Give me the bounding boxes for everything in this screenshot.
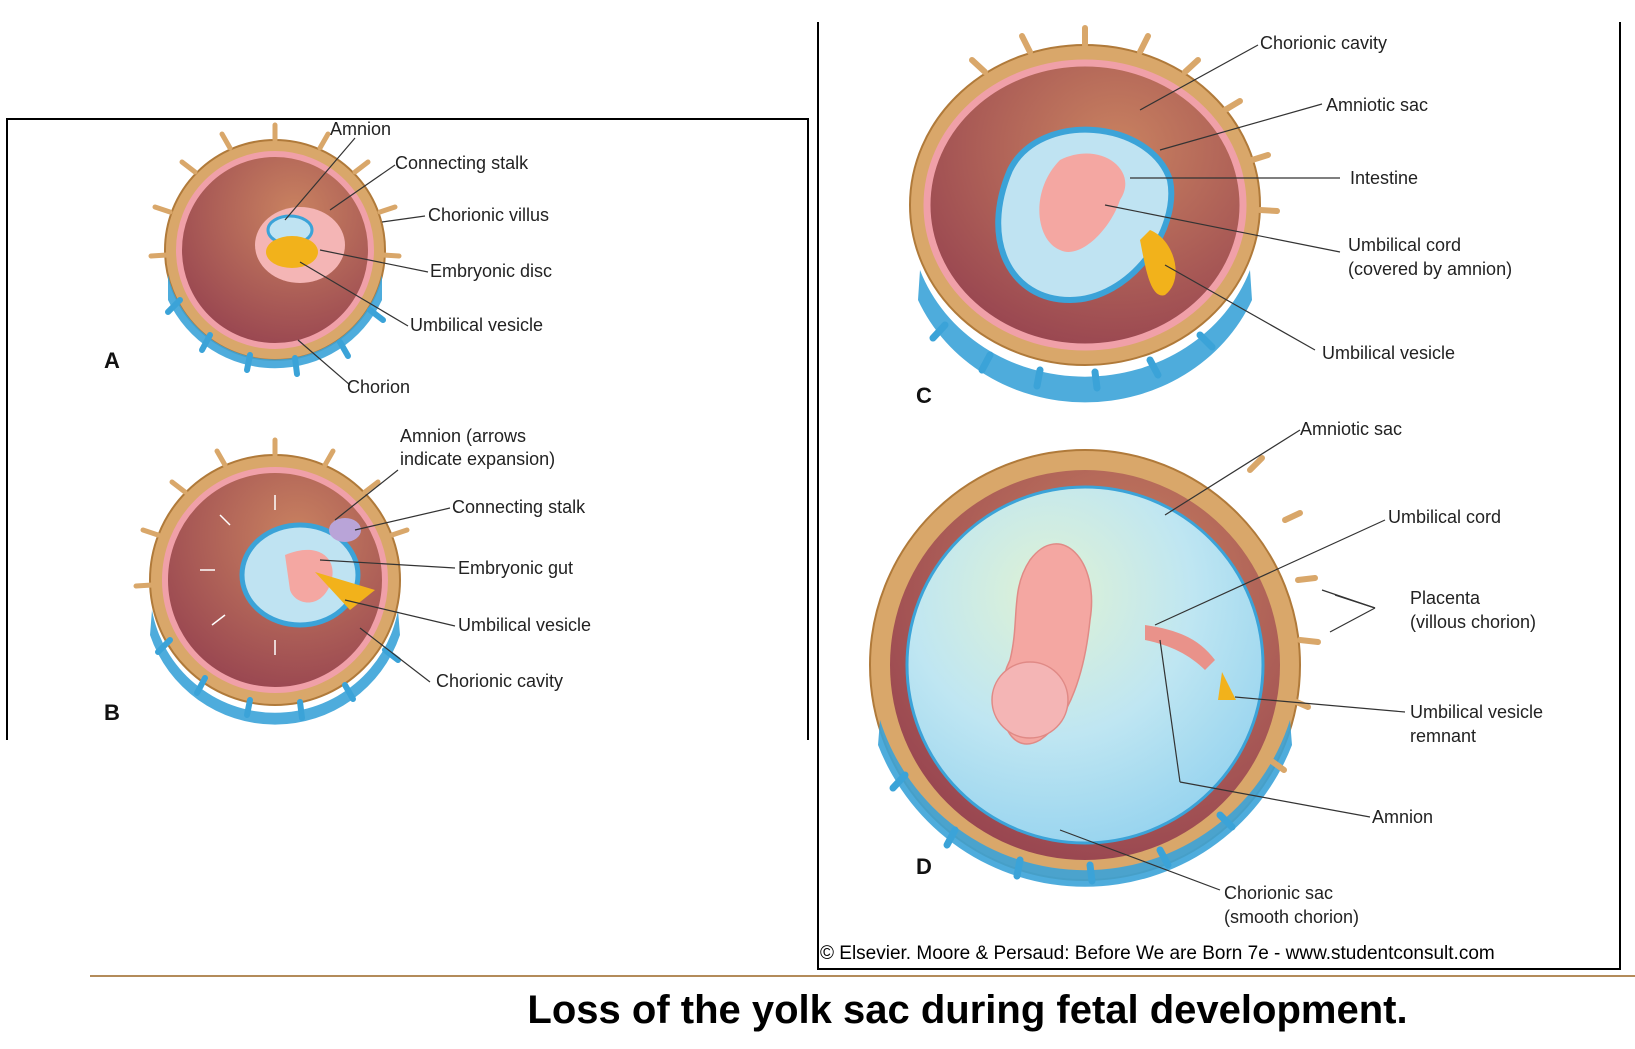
label-d-umbilical-vesicle-remnant-line2: remnant bbox=[1410, 726, 1477, 746]
divider-rule bbox=[90, 975, 1635, 977]
panel-frame-right bbox=[817, 22, 1621, 970]
label-c-chorionic-cavity: Chorionic cavity bbox=[1260, 33, 1388, 53]
copyright-notice: © Elsevier. Moore & Persaud: Before We a… bbox=[820, 943, 1495, 964]
label-a-chorionic-villus: Chorionic villus bbox=[428, 205, 550, 225]
panel-c-illustration bbox=[909, 25, 1341, 403]
panel-b-illustration bbox=[133, 437, 456, 725]
label-b-umbilical-vesicle: Umbilical vesicle bbox=[458, 615, 592, 635]
label-c-umbilical-cord-line2: (covered by amnion) bbox=[1348, 259, 1513, 279]
label-d-placenta-line2: (villous chorion) bbox=[1410, 612, 1537, 632]
label-d-amniotic-sac: Amniotic sac bbox=[1300, 419, 1403, 439]
panel-d-illustration bbox=[869, 429, 1406, 891]
panel-frame-left bbox=[6, 118, 809, 740]
panel-letter-d: D bbox=[916, 854, 932, 879]
label-a-umbilical-vesicle: Umbilical vesicle bbox=[410, 315, 544, 335]
label-b-embryonic-gut: Embryonic gut bbox=[458, 558, 574, 578]
label-c-intestine: Intestine bbox=[1350, 168, 1419, 188]
label-c-umbilical-cord-line1: Umbilical cord bbox=[1348, 235, 1462, 255]
label-b-amnion-line1: Amnion (arrows bbox=[400, 426, 527, 446]
label-b-chorionic-cavity: Chorionic cavity bbox=[436, 671, 564, 691]
panel-a-illustration bbox=[148, 122, 429, 386]
panel-letter-a: A bbox=[104, 348, 120, 373]
label-d-umbilical-cord: Umbilical cord bbox=[1388, 507, 1502, 527]
slide-caption: Loss of the yolk sac during fetal develo… bbox=[527, 988, 1408, 1032]
label-c-umbilical-vesicle: Umbilical vesicle bbox=[1322, 343, 1456, 363]
label-b-amnion-line2: indicate expansion) bbox=[400, 449, 556, 469]
label-a-connecting-stalk: Connecting stalk bbox=[395, 153, 529, 173]
label-d-umbilical-vesicle-remnant-line1: Umbilical vesicle bbox=[1410, 702, 1544, 722]
panel-letter-b: B bbox=[104, 700, 120, 725]
panel-letter-c: C bbox=[916, 383, 932, 408]
label-d-chorionic-sac-line2: (smooth chorion) bbox=[1224, 907, 1360, 927]
label-a-amnion: Amnion bbox=[330, 119, 392, 139]
label-a-embryonic-disc: Embryonic disc bbox=[430, 261, 553, 281]
label-d-chorionic-sac-line1: Chorionic sac bbox=[1224, 883, 1334, 903]
label-d-placenta-line1: Placenta bbox=[1410, 588, 1481, 608]
label-d-amnion: Amnion bbox=[1372, 807, 1434, 827]
label-b-connecting-stalk: Connecting stalk bbox=[452, 497, 586, 517]
label-c-amniotic-sac: Amniotic sac bbox=[1326, 95, 1429, 115]
label-a-chorion: Chorion bbox=[347, 377, 411, 397]
